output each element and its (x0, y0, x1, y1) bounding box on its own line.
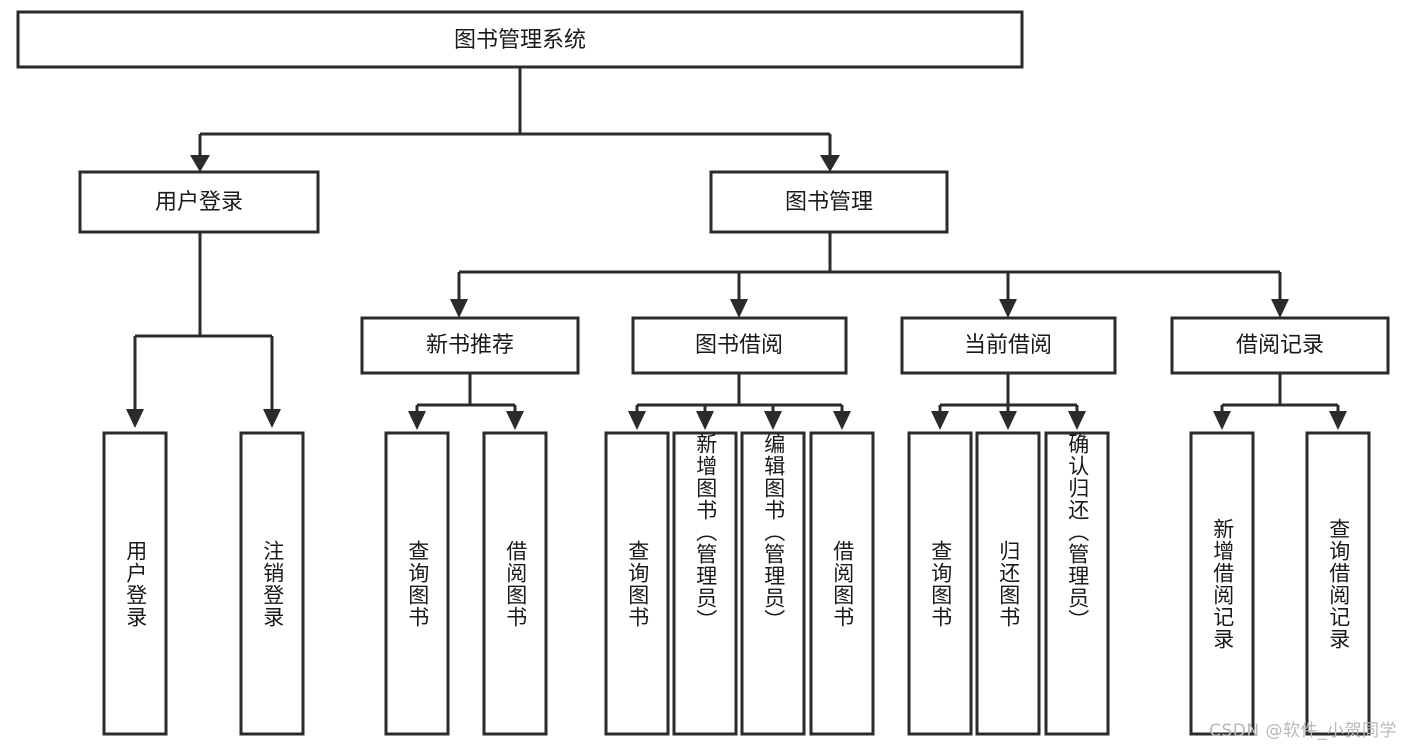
node-user-login-label: 用户登录 (155, 190, 243, 215)
arrow-head-leaf-cb-1 (999, 411, 1017, 430)
leaf-rect-borrow-3[interactable] (809, 431, 875, 736)
connector-borrow-to-leaves (628, 373, 851, 430)
arrow-head-leaf-nr-1 (506, 411, 524, 430)
node-borrow-record-rect[interactable] (1170, 316, 1390, 375)
leaf-rect-recommend-0[interactable] (384, 431, 450, 736)
watermark-text: CSDN @软件_小贺同学 (1209, 721, 1397, 741)
node-book-management-label: 图书管理 (785, 190, 873, 215)
node-user-login-rect[interactable] (78, 170, 320, 234)
leaf-rect-current-2[interactable] (1044, 431, 1110, 736)
arrow-head-leaf-bb-2 (764, 411, 782, 430)
arrow-head-leaf-cb-0 (931, 411, 949, 430)
arrow-head-leaf-br-0 (1213, 411, 1231, 430)
node-user-login[interactable]: 用户登录 (78, 170, 320, 234)
node-new-book-recommend[interactable]: 新书推荐 (360, 316, 580, 375)
arrow-head-l3-0 (450, 299, 468, 318)
leaf-rect-current-0[interactable] (907, 431, 973, 736)
leaf-rect-current-1[interactable] (975, 431, 1041, 736)
node-root-label: 图书管理系统 (454, 28, 586, 53)
connector-root-to-level2 (190, 67, 840, 172)
leaf-rect-user-login-1[interactable] (239, 431, 305, 736)
arrow-head-leaf-nr-0 (408, 411, 426, 430)
arrow-head-l3-2 (999, 299, 1017, 318)
arrow-head-l3-3 (1271, 299, 1289, 318)
leaf-rect-record-0[interactable] (1189, 431, 1255, 736)
leaf-rect-borrow-1[interactable] (672, 431, 738, 736)
node-borrow-record[interactable]: 借阅记录 (1170, 316, 1390, 375)
node-root-rect[interactable] (16, 10, 1024, 69)
node-book-management-rect[interactable] (709, 170, 949, 234)
leaf-rect-borrow-0[interactable] (604, 431, 670, 736)
leaf-rect-record-1[interactable] (1305, 431, 1371, 736)
node-new-book-recommend-label: 新书推荐 (426, 333, 514, 358)
node-new-book-recommend-rect[interactable] (360, 316, 580, 375)
leaf-rect-borrow-2[interactable] (740, 431, 806, 736)
node-book-borrow-rect[interactable] (631, 316, 848, 375)
leaf-rect-recommend-1[interactable] (482, 431, 548, 736)
node-root[interactable]: 图书管理系统 (16, 10, 1024, 69)
node-current-borrow-label: 当前借阅 (964, 333, 1052, 358)
connector-user-login-to-leaves (126, 232, 281, 428)
connector-book-mgmt-to-level3 (450, 232, 1289, 318)
arrow-head-l3-1 (730, 299, 748, 318)
arrow-head-leaf-ul-0 (126, 409, 144, 428)
arrow-head-leaf-bb-3 (833, 411, 851, 430)
node-current-borrow-rect[interactable] (900, 316, 1117, 375)
arrow-head-leaf-ul-1 (263, 409, 281, 428)
node-book-management[interactable]: 图书管理 (709, 170, 949, 234)
connector-record-to-leaves (1213, 373, 1347, 430)
connector-recommend-to-leaves (408, 373, 524, 430)
arrow-head-user-login (190, 155, 210, 172)
arrow-head-leaf-bb-1 (696, 411, 714, 430)
leaf-rect-user-login-0[interactable] (102, 431, 168, 736)
arrow-head-leaf-br-1 (1329, 411, 1347, 430)
arrow-head-book-mgmt (820, 155, 840, 172)
arrow-head-leaf-bb-0 (628, 411, 646, 430)
node-borrow-record-label: 借阅记录 (1236, 333, 1324, 358)
connector-current-to-leaves (931, 373, 1086, 430)
node-book-borrow-label: 图书借阅 (695, 333, 783, 358)
node-book-borrow[interactable]: 图书借阅 (631, 316, 848, 375)
arrow-head-leaf-cb-2 (1068, 411, 1086, 430)
node-current-borrow[interactable]: 当前借阅 (900, 316, 1117, 375)
